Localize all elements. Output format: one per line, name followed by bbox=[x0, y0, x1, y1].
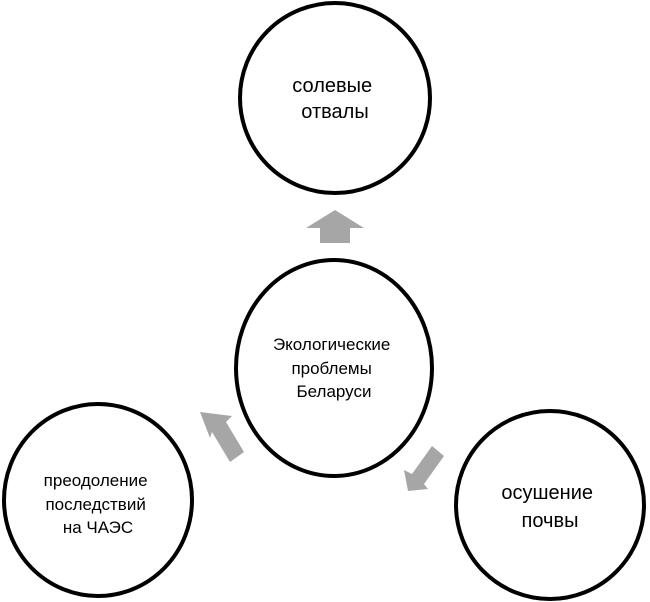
left-circle bbox=[2, 402, 194, 598]
right-label-line-1: осушение bbox=[501, 482, 593, 504]
top-circle bbox=[238, 1, 432, 195]
center-label-line-3: Беларуси bbox=[297, 382, 372, 401]
center-label-line-2: проблемы bbox=[291, 359, 371, 378]
right-node: осушение почвы bbox=[454, 409, 646, 601]
center-node: Экологические проблемы Беларуси bbox=[234, 258, 434, 478]
right-label-line-2: почвы bbox=[522, 510, 579, 532]
arrow-up-to-top bbox=[306, 210, 364, 243]
left-node: преодоление последствий на ЧАЭС bbox=[2, 402, 194, 598]
left-label: преодоление последствий на ЧАЭС bbox=[44, 471, 153, 537]
arrow-to-right bbox=[404, 446, 444, 491]
top-node: солевые отвалы bbox=[238, 1, 432, 195]
center-label: Экологические проблемы Беларуси bbox=[273, 335, 395, 401]
right-circle bbox=[454, 409, 646, 601]
center-label-line-1: Экологические bbox=[273, 335, 390, 354]
top-label-line-2: отвалы bbox=[301, 101, 368, 123]
top-label: солевые отвалы bbox=[292, 75, 377, 123]
left-label-line-1: преодоление bbox=[44, 471, 148, 490]
right-label: осушение почвы bbox=[501, 482, 598, 532]
top-label-line-1: солевые bbox=[292, 75, 372, 97]
arrow-to-left bbox=[200, 412, 244, 462]
center-circle bbox=[234, 258, 434, 478]
left-label-line-3: на ЧАЭС bbox=[63, 518, 133, 537]
left-label-line-2: последствий bbox=[45, 495, 145, 514]
